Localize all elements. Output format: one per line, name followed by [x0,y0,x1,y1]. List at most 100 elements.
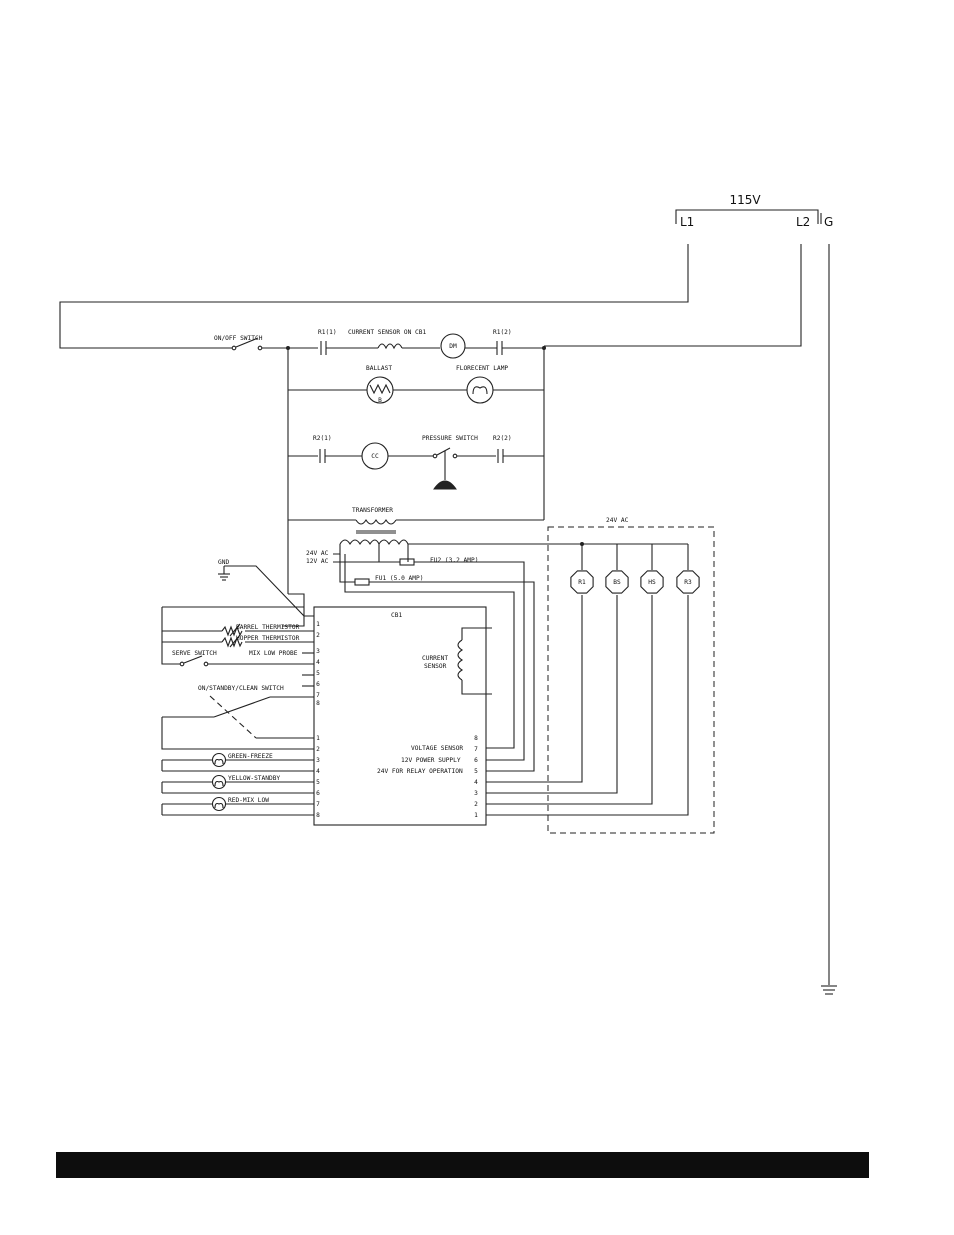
cb1-current-sensor-label-2: SENSOR [424,663,447,670]
red-mix-low-label: RED-MIX LOW [228,797,269,804]
cb1-pin-right: 2 [474,801,478,808]
barrel-thermistor-icon [221,625,243,637]
serve-switch-blade-icon [183,655,203,664]
transformer-label: TRANSFORMER [352,507,393,514]
lamp-rung: BALLAST B FLORECENT LAMP [288,365,544,404]
v12-label: 12V AC [306,558,329,565]
current-sensor-cb1-label: CURRENT SENSOR ON CB1 [348,329,427,336]
cb1-pin-left-bottom: 6 [316,790,320,797]
switch-terminal-icon [257,345,263,351]
transformer: TRANSFORMER 24V AC 12V AC FU2 (3.2 AMP) … [288,507,584,772]
cb1-pin-left-bottom: 8 [316,812,320,819]
yellow-standby-label: YELLOW-STANDBY [228,775,280,782]
pressure-switch-blade-icon [436,447,451,456]
cb1-current-sensor-label-1: CURRENT [422,655,448,662]
l2-wire [544,244,802,347]
cb1-pin-left-bottom: 1 [316,735,320,742]
r1-1-label: R1(1) [318,329,337,336]
switch-terminal-icon [432,453,438,459]
on-standby-clean-switch-icon [213,696,271,718]
g-label: G [824,215,833,229]
r1-2-label: R1(2) [493,329,512,336]
cb1-pin-left-top: 5 [316,670,320,677]
cb1-pin-left-bottom: 2 [316,746,320,753]
ballast-label: BALLAST [366,365,392,372]
input-wiring: BARREL THERMISTOR HOPPER THERMISTOR MIX … [161,606,314,816]
on-off-switch-label: ON/OFF SWITCH [214,335,263,342]
cb1-pin-right: 4 [474,779,478,786]
cb1-pin-left-top: 3 [316,648,320,655]
relay-label: R1 [578,579,586,586]
switch-terminal-icon [452,453,458,459]
transformer-primary-icon [355,518,397,525]
on-standby-clean-dashed-icon [209,695,257,739]
cb1-pin-left-top: 7 [316,692,320,699]
relay-label: R3 [684,579,692,586]
barrel-thermistor-label: BARREL THERMISTOR [236,624,300,631]
voltage-sensor-label: VOLTAGE SENSOR [411,745,463,752]
barrel-thermistor-arrow [229,623,241,637]
cb1-pin-left-top: 1 [316,621,320,628]
cb1-pin-left-top: 4 [316,659,320,666]
fu2-label: FU2 (3.2 AMP) [430,557,478,564]
cb1-pin-left-bottom: 5 [316,779,320,786]
r2-1-label: R2(1) [313,435,332,442]
relay-coil-bs-icon [605,570,629,594]
cb1-pin-left-bottom: 3 [316,757,320,764]
ground-symbol-main [821,985,837,995]
l1-label: L1 [680,215,694,229]
l2-label: L2 [796,215,810,229]
supply-bracket [675,209,819,224]
cb1-pin-left-bottom: 4 [316,768,320,775]
cb1-pin-left-top: 8 [316,700,320,707]
relay-label: HS [648,579,656,586]
cb1-box [313,606,487,826]
cb1-pin-left-top: 2 [316,632,320,639]
relay-24v-label: 24V FOR RELAY OPERATION [377,768,463,775]
power-supply: 115V L1 L2 G [59,193,837,995]
cb1-pin-right: 3 [474,790,478,797]
current-sensor-coil-icon [377,343,403,350]
gnd-label: GND [218,559,229,566]
relay-enclosure [547,526,715,834]
cc-label: CC [371,453,379,460]
cb1-title: CB1 [391,612,402,619]
hopper-thermistor-label: HOPPER THERMISTOR [236,635,300,642]
fu2-fuse-icon [399,558,415,566]
cb1-pin-right: 8 [474,735,478,742]
relay-coil-r3-icon [676,570,700,594]
power-supply-12v-label: 12V POWER SUPPLY [401,757,461,764]
cb1-board: CB1 CURRENT SENSOR VOLTAGE SENSOR 12V PO… [313,606,492,826]
cb1-pin-left-top: 6 [316,681,320,688]
relay-coil-hs-icon [640,570,664,594]
supply-voltage-label: 115V [729,193,761,207]
cb1-pin-right: 1 [474,812,478,819]
transformer-secondary-left-icon [339,539,380,546]
switch-terminal-icon [231,345,237,351]
dm-label: DM [449,343,457,350]
fu1-fuse-icon [354,578,370,586]
l1-wire [59,244,689,349]
switch-terminal-icon [203,661,209,667]
cb1-pin-left-bottom: 7 [316,801,320,808]
relay-box-label: 24V AC [606,517,629,524]
transformer-secondary-right-icon [378,539,409,546]
relay-label: BS [613,579,621,586]
footer-bar [56,1152,869,1178]
hopper-thermistor-arrow [229,634,241,648]
v24-label: 24V AC [306,550,329,557]
dm-motor-icon [440,333,466,359]
compressor-rung: R2(1) CC PRESSURE SWITCH R2(2) [288,435,544,490]
green-freeze-label: GREEN-FREEZE [228,753,273,760]
main-rung: ON/OFF SWITCH R1(1) CURRENT SENSOR ON CB… [214,329,546,594]
ballast-mark: B [378,397,382,404]
lamp-label: FLORECENT LAMP [456,365,508,372]
fu1-label: FU1 (5.0 AMP) [375,575,423,582]
cb1-pin-right: 5 [474,768,478,775]
on-standby-clean-label: ON/STANDBY/CLEAN SWITCH [198,685,284,692]
hopper-thermistor-icon [221,636,243,648]
r2-2-label: R2(2) [493,435,512,442]
mix-low-probe-label: MIX LOW PROBE [249,650,298,657]
cb1-pin-right: 6 [474,757,478,764]
